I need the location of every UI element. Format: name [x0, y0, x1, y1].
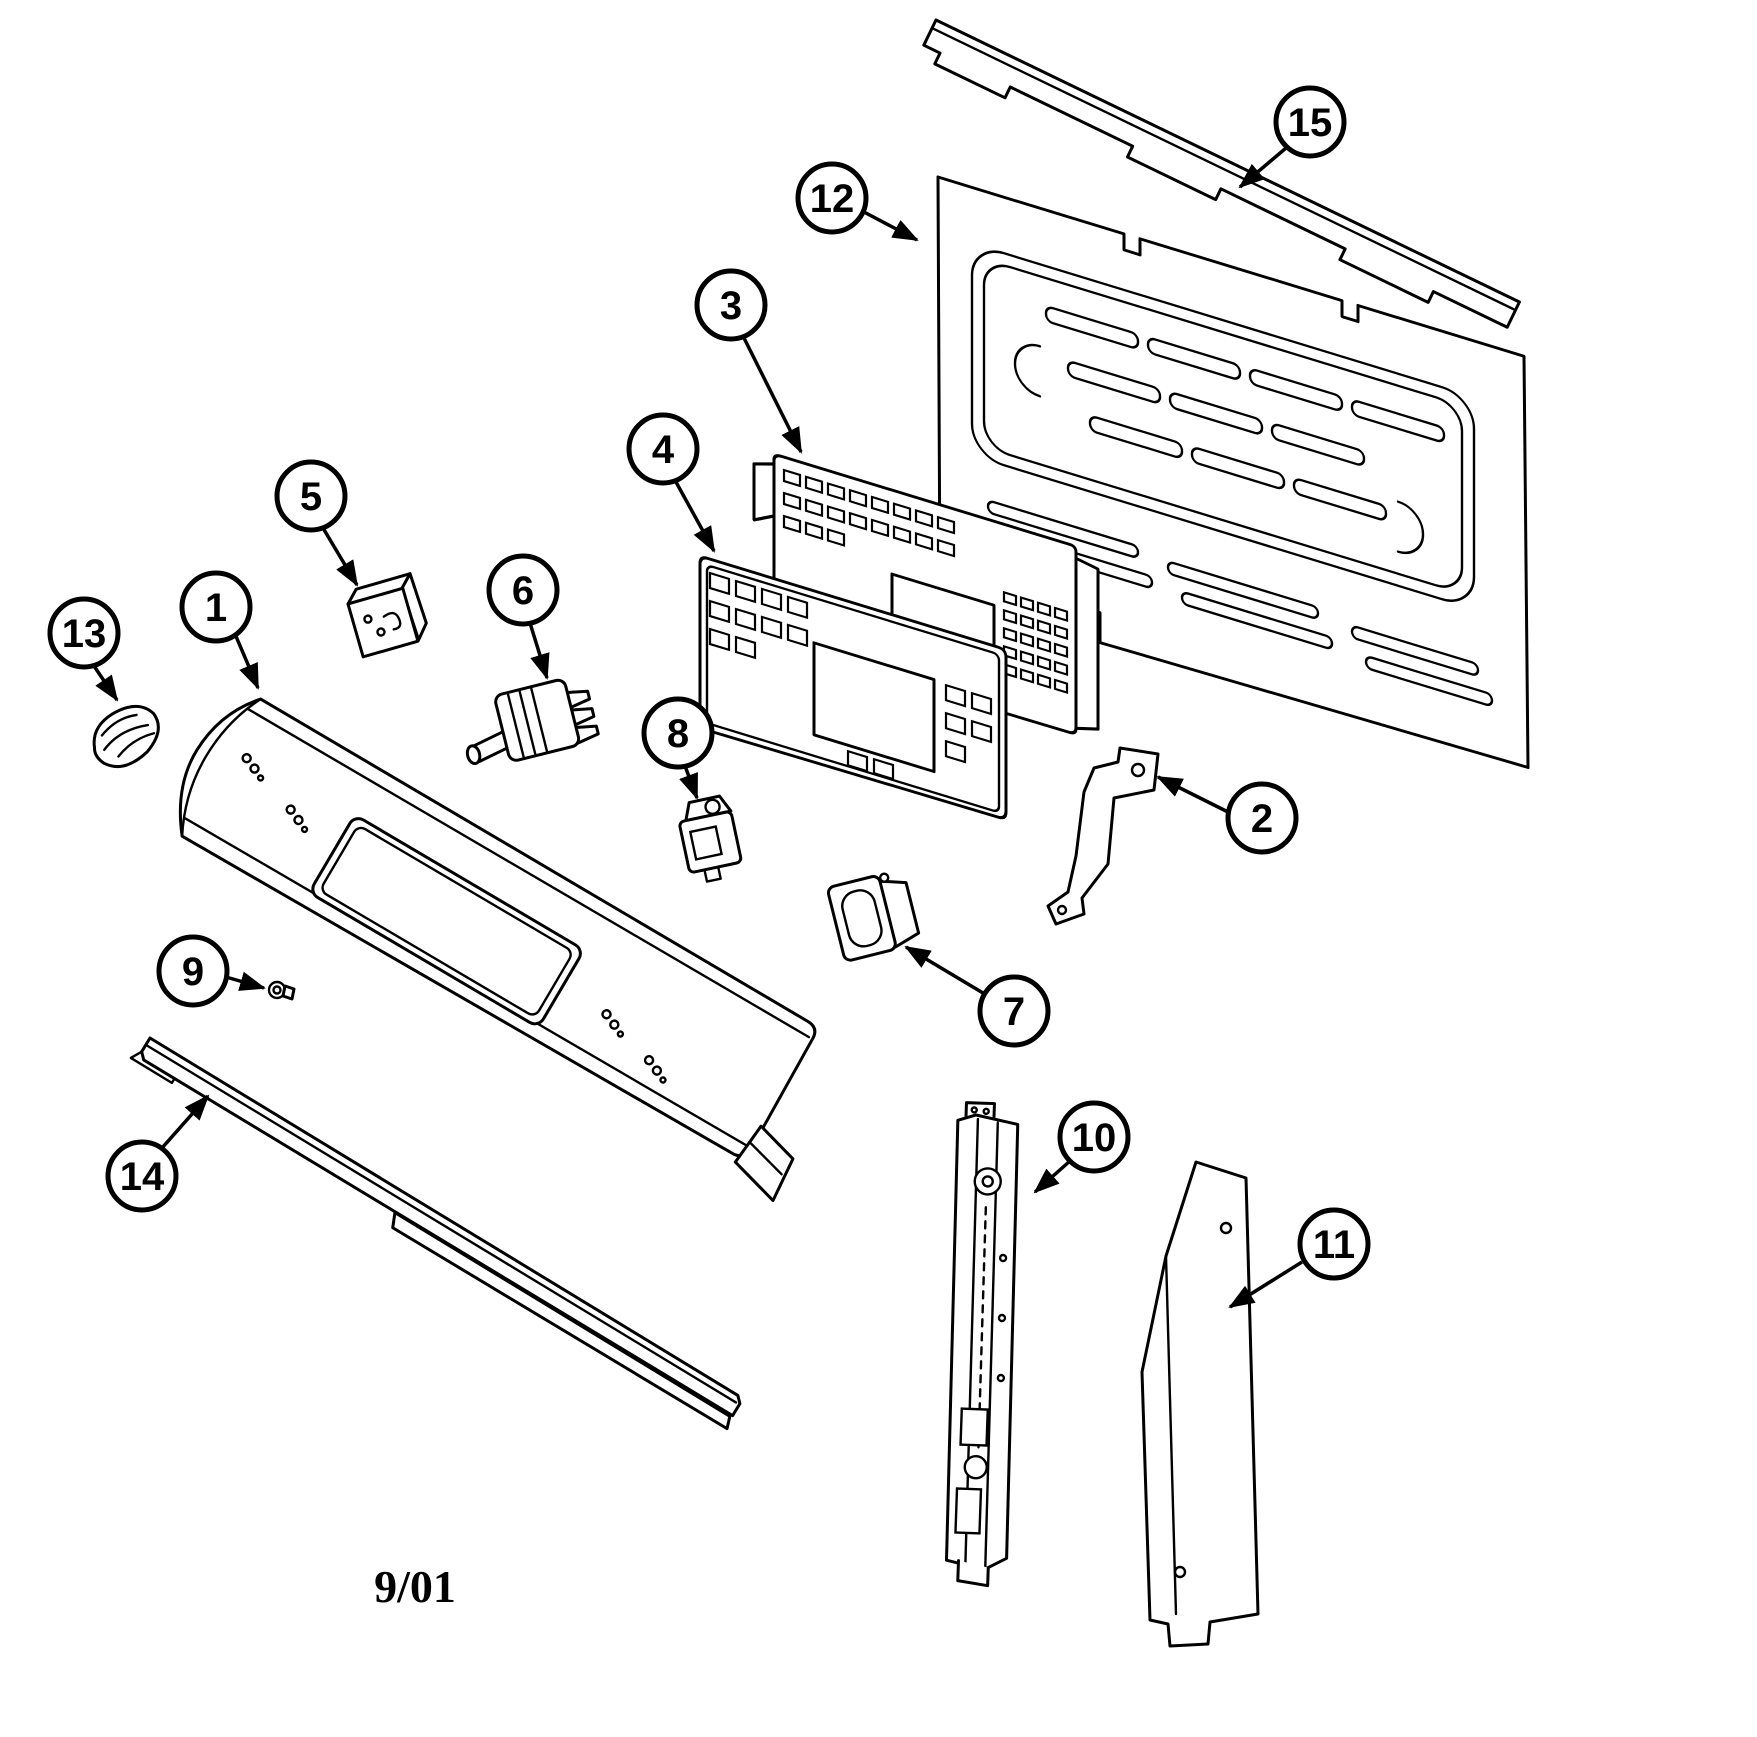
- trim-strip-part: [129, 1036, 742, 1431]
- callout-8-label: 8: [667, 712, 689, 756]
- top-trim-rail-part: [922, 18, 1521, 329]
- callout-14-circle[interactable]: [105, 1139, 179, 1213]
- callout-12-circle[interactable]: [795, 161, 869, 235]
- callout-15[interactable]: 15: [1238, 85, 1347, 189]
- side-mounting-bracket-part: [944, 1101, 1020, 1588]
- callout-6-arrow: [528, 622, 550, 680]
- callout-8[interactable]: 8: [641, 696, 715, 800]
- callout-10-label: 10: [1072, 1116, 1117, 1160]
- callout-6[interactable]: 6: [486, 553, 560, 680]
- callout-9-label: 9: [182, 950, 204, 994]
- callout-8-circle[interactable]: [641, 696, 715, 770]
- callout-6-label: 6: [512, 569, 534, 613]
- callout-11-arrow: [1228, 1260, 1303, 1309]
- membrane-faceplate-part: [698, 556, 1008, 820]
- callout-12[interactable]: 12: [795, 161, 919, 242]
- callout-1[interactable]: 1: [179, 570, 260, 690]
- callout-4[interactable]: 4: [626, 412, 716, 553]
- callout-3-arrow: [742, 337, 803, 454]
- callout-7-label: 7: [1003, 990, 1025, 1034]
- rocker-switch-part: [826, 872, 921, 962]
- callout-7-circle[interactable]: [977, 974, 1051, 1048]
- callout-10[interactable]: 10: [1033, 1100, 1131, 1194]
- callout-11[interactable]: 11: [1228, 1207, 1371, 1309]
- callout-11-circle[interactable]: [1297, 1207, 1371, 1281]
- callout-8-arrow: [679, 765, 699, 800]
- callout-5-label: 5: [300, 475, 322, 519]
- callout-4-arrow: [674, 481, 716, 553]
- callout-15-label: 15: [1288, 101, 1333, 145]
- faceplate-display-window: [812, 641, 936, 774]
- fastener-part: [267, 980, 296, 1001]
- control-panel-part: [178, 697, 817, 1203]
- support-bracket-part: [1046, 746, 1160, 926]
- callout-15-circle[interactable]: [1273, 85, 1347, 159]
- knob-part: [92, 704, 160, 768]
- callout-1-arrow: [233, 633, 260, 690]
- callout-2-circle[interactable]: [1225, 781, 1299, 855]
- callout-12-label: 12: [810, 177, 855, 221]
- date-code: 9/01: [374, 1561, 456, 1612]
- callout-1-circle[interactable]: [179, 570, 253, 644]
- callout-2-arrow: [1156, 775, 1229, 814]
- callout-10-circle[interactable]: [1057, 1100, 1131, 1174]
- callout-14[interactable]: 14: [105, 1094, 210, 1213]
- callout-12-arrow: [863, 210, 919, 242]
- callout-11-label: 11: [1313, 1223, 1355, 1267]
- callout-15-arrow: [1238, 146, 1288, 189]
- callout-3-circle[interactable]: [694, 268, 768, 342]
- callout-9[interactable]: 9: [156, 934, 266, 1008]
- callout-13[interactable]: 13: [47, 596, 121, 702]
- callout-7[interactable]: 7: [904, 945, 1051, 1048]
- callout-5-circle[interactable]: [274, 459, 348, 533]
- callout-14-label: 14: [120, 1155, 165, 1199]
- callout-4-label: 4: [652, 428, 675, 472]
- switch-part: [678, 794, 743, 883]
- callout-10-arrow: [1033, 1159, 1072, 1194]
- callout-13-label: 13: [62, 612, 107, 656]
- side-end-panel-part: [1140, 1160, 1260, 1648]
- selector-switch-part: [465, 678, 600, 766]
- callout-2[interactable]: 2: [1156, 775, 1299, 855]
- callout-7-arrow: [904, 945, 984, 995]
- callout-3[interactable]: 3: [694, 268, 803, 454]
- callout-3-label: 3: [720, 284, 742, 328]
- callout-5[interactable]: 5: [274, 459, 359, 587]
- callout-6-circle[interactable]: [486, 553, 560, 627]
- callout-1-label: 1: [205, 586, 227, 630]
- switch-box-part: [346, 572, 428, 659]
- callout-5-arrow: [321, 527, 359, 587]
- callout-13-arrow: [92, 665, 119, 702]
- callout-9-circle[interactable]: [156, 934, 230, 1008]
- callout-9-arrow: [225, 971, 266, 991]
- panel-display-opening: [311, 817, 582, 1026]
- callout-13-circle[interactable]: [47, 596, 121, 670]
- callout-14-arrow: [160, 1094, 210, 1150]
- callout-2-label: 2: [1251, 797, 1273, 841]
- callout-4-circle[interactable]: [626, 412, 700, 486]
